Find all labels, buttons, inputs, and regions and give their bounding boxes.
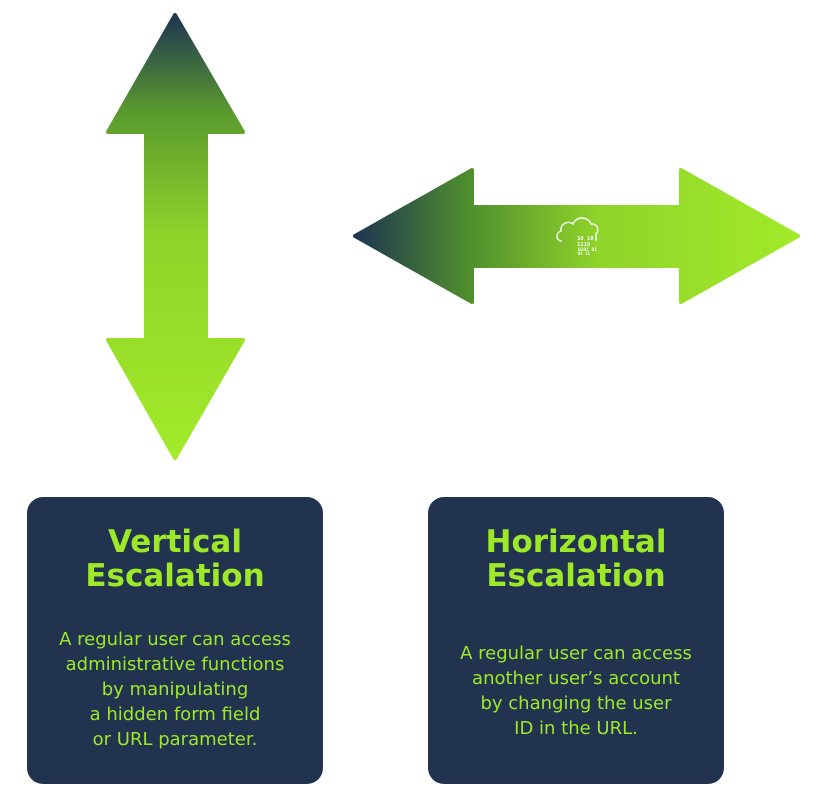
- vertical-escalation-title: Vertical Escalation: [27, 525, 323, 593]
- svg-text:10 10: 10 10: [577, 236, 594, 242]
- vertical-title-line2: Escalation: [85, 558, 265, 594]
- horizontal-desc-line: ID in the URL.: [514, 718, 638, 739]
- horizontal-escalation-description: A regular user can access another user’s…: [428, 641, 724, 741]
- horizontal-desc-line: A regular user can access: [460, 643, 692, 664]
- vertical-desc-line: by manipulating: [101, 679, 249, 700]
- vertical-title-line1: Vertical: [108, 524, 242, 560]
- svg-text:1110: 1110: [577, 242, 590, 248]
- horizontal-title-line1: Horizontal: [485, 524, 667, 560]
- horizontal-desc-line: by changing the user: [480, 693, 672, 714]
- horizontal-arrow: [353, 168, 800, 304]
- horizontal-escalation-card: Horizontal Escalation A regular user can…: [428, 497, 724, 784]
- horizontal-desc-line: another user’s account: [472, 668, 680, 689]
- horizontal-title-line2: Escalation: [486, 558, 666, 594]
- vertical-desc-line: A regular user can access: [59, 629, 291, 650]
- svg-text:01 11: 01 11: [578, 251, 591, 256]
- vertical-desc-line: or URL parameter.: [92, 729, 258, 750]
- svg-text:0101 01: 0101 01: [578, 247, 597, 253]
- horizontal-escalation-title: Horizontal Escalation: [428, 525, 724, 593]
- vertical-desc-line: administrative functions: [65, 654, 285, 675]
- vertical-escalation-card: Vertical Escalation A regular user can a…: [27, 497, 323, 784]
- vertical-escalation-description: A regular user can access administrative…: [27, 627, 323, 752]
- cloud-binary-icon: 10 10 1110 0101 01 01 11: [556, 217, 599, 256]
- vertical-desc-line: a hidden form field: [89, 704, 261, 725]
- vertical-arrow: [106, 13, 245, 460]
